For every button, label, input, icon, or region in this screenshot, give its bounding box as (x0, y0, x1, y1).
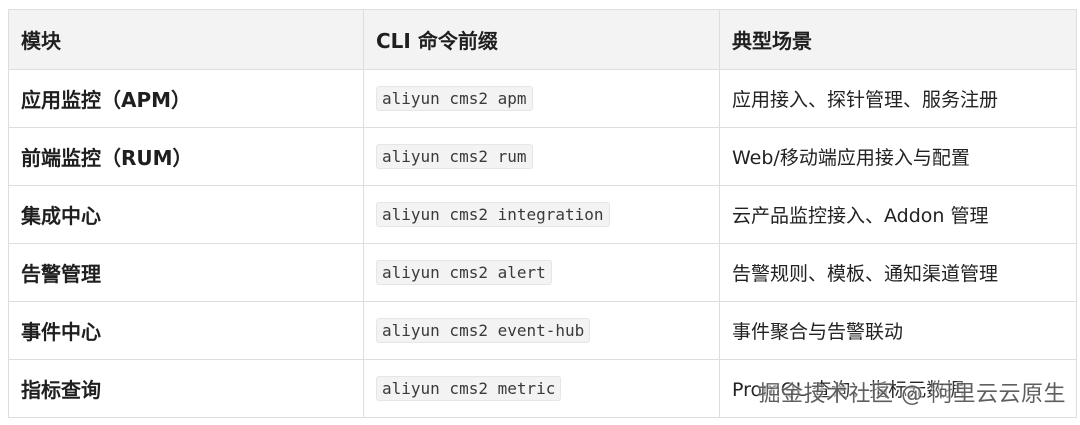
table-row: 应用监控（APM） aliyun cms2 apm 应用接入、探针管理、服务注册 (8, 69, 1077, 128)
table-header: 模块 CLI 命令前缀 典型场景 (8, 9, 1077, 70)
command-cell: aliyun cms2 event-hub (363, 301, 720, 360)
scenario-cell: 云产品监控接入、Addon 管理 (719, 185, 1077, 244)
table-row: 指标查询 aliyun cms2 metric PromQL 查询、指标元数据 (8, 359, 1077, 418)
scenario-cell: 事件聚合与告警联动 (719, 301, 1077, 360)
command-code: aliyun cms2 metric (376, 376, 562, 401)
table-row: 告警管理 aliyun cms2 alert 告警规则、模板、通知渠道管理 (8, 243, 1077, 302)
command-cell: aliyun cms2 alert (363, 243, 720, 302)
watermark-text: 掘金技术社区 @ 阿里云云原生 (758, 382, 1066, 407)
module-cell: 告警管理 (8, 243, 364, 302)
command-cell: aliyun cms2 metric (363, 359, 720, 418)
scenario-cell: Web/移动端应用接入与配置 (719, 127, 1077, 186)
command-code: aliyun cms2 apm (376, 86, 533, 111)
command-cell: aliyun cms2 integration (363, 185, 720, 244)
table-header-row: 模块 CLI 命令前缀 典型场景 (8, 9, 1077, 70)
table-row: 集成中心 aliyun cms2 integration 云产品监控接入、Add… (8, 185, 1077, 244)
cli-module-table-container: 模块 CLI 命令前缀 典型场景 应用监控（APM） aliyun cms2 a… (8, 9, 1077, 418)
scenario-cell: 告警规则、模板、通知渠道管理 (719, 243, 1077, 302)
table-row: 事件中心 aliyun cms2 event-hub 事件聚合与告警联动 (8, 301, 1077, 360)
module-cell: 事件中心 (8, 301, 364, 360)
header-cli-prefix: CLI 命令前缀 (363, 9, 720, 70)
module-cell: 应用监控（APM） (8, 69, 364, 128)
command-code: aliyun cms2 event-hub (376, 318, 591, 343)
cli-module-table: 模块 CLI 命令前缀 典型场景 应用监控（APM） aliyun cms2 a… (8, 9, 1077, 418)
command-cell: aliyun cms2 rum (363, 127, 720, 186)
command-code: aliyun cms2 integration (376, 202, 610, 227)
module-cell: 集成中心 (8, 185, 364, 244)
header-module: 模块 (8, 9, 364, 70)
command-cell: aliyun cms2 apm (363, 69, 720, 128)
module-cell: 指标查询 (8, 359, 364, 418)
scenario-cell: 应用接入、探针管理、服务注册 (719, 69, 1077, 128)
module-cell: 前端监控（RUM） (8, 127, 364, 186)
table-row: 前端监控（RUM） aliyun cms2 rum Web/移动端应用接入与配置 (8, 127, 1077, 186)
command-code: aliyun cms2 alert (376, 260, 552, 285)
header-scenario: 典型场景 (719, 9, 1077, 70)
scenario-cell: PromQL 查询、指标元数据 (719, 359, 1077, 418)
table-body: 应用监控（APM） aliyun cms2 apm 应用接入、探针管理、服务注册… (8, 69, 1077, 418)
command-code: aliyun cms2 rum (376, 144, 533, 169)
